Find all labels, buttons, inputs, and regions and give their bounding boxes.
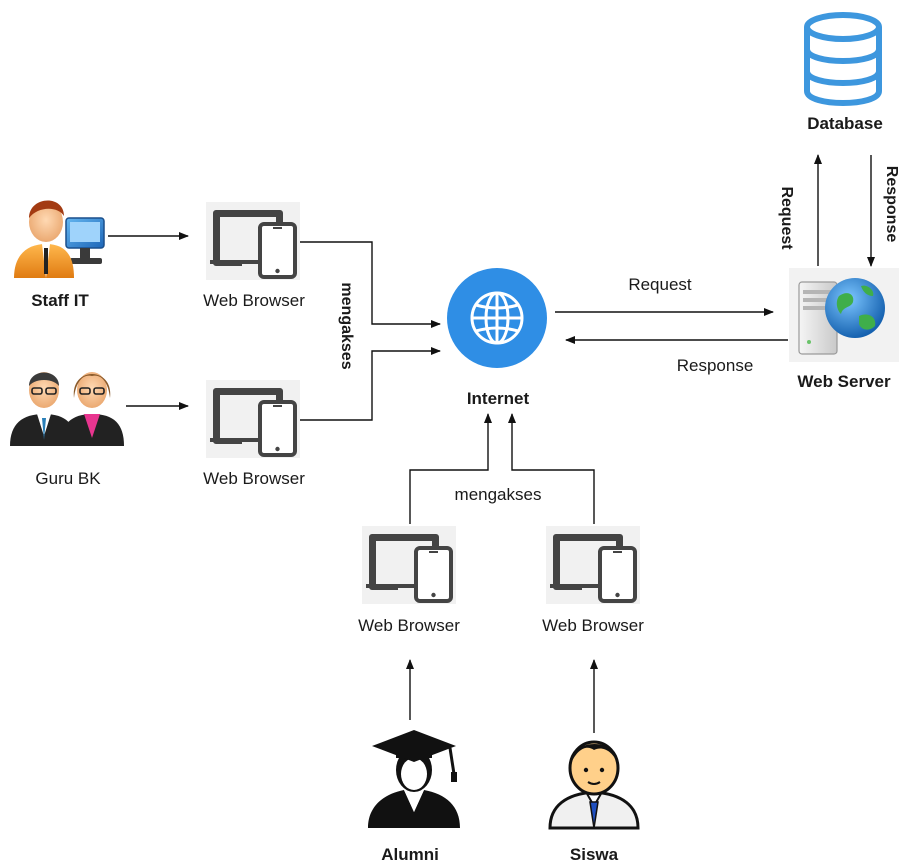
edge-label-mengakses-left: mengakses	[338, 282, 355, 369]
label-browser-alumni: Web Browser	[358, 616, 460, 635]
database-icon	[804, 12, 882, 106]
edge-browser-alumni-to-internet	[409, 413, 492, 524]
edge-label-response-db-server: Response	[883, 166, 900, 243]
label-alumni: Alumni	[381, 845, 439, 864]
teachers-pair-icon	[10, 372, 124, 446]
label-database: Database	[807, 114, 883, 133]
label-browser-staff: Web Browser	[203, 291, 305, 310]
staff-it-person-icon	[14, 200, 105, 278]
edge-browser-siswa-to-internet	[508, 413, 595, 524]
label-siswa: Siswa	[570, 845, 619, 864]
globe-icon	[447, 268, 547, 368]
browser-guru-laptop-phone-icon	[204, 378, 302, 460]
graduate-icon	[368, 730, 460, 828]
server-globe-icon	[789, 268, 899, 362]
label-internet: Internet	[467, 389, 530, 408]
edge-browser-guru-to-internet	[300, 347, 441, 421]
edge-label-request-internet-server: Request	[628, 275, 692, 294]
edge-label-mengakses-bottom: mengakses	[455, 485, 542, 504]
edge-browser-staff-to-internet	[300, 241, 441, 328]
label-guru-bk: Guru BK	[35, 469, 101, 488]
connectors	[108, 154, 875, 733]
label-staff-it: Staff IT	[31, 291, 89, 310]
browser-alumni-laptop-phone-icon	[360, 524, 458, 606]
browser-staff-laptop-phone-icon	[204, 200, 302, 282]
label-browser-guru: Web Browser	[203, 469, 305, 488]
label-web-server: Web Server	[797, 372, 891, 391]
edge-label-response-server-internet: Response	[677, 356, 754, 375]
student-icon	[548, 740, 640, 830]
browser-siswa-laptop-phone-icon	[544, 524, 642, 606]
edge-label-request-server-db: Request	[778, 186, 795, 250]
label-browser-siswa: Web Browser	[542, 616, 644, 635]
